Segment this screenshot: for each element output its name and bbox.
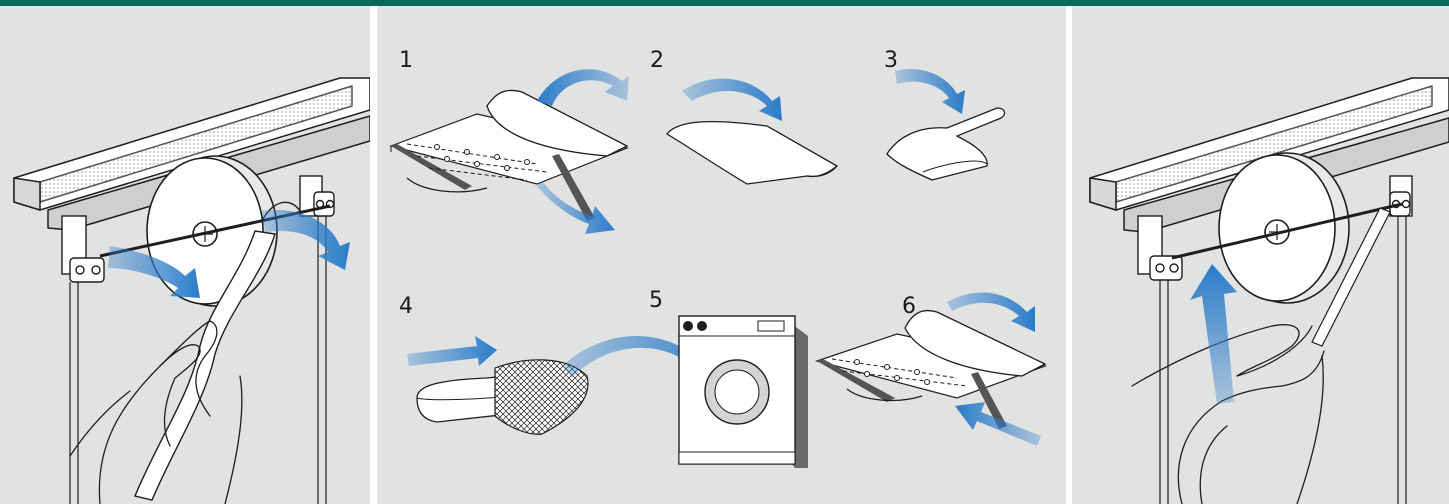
step-number-3: 3: [884, 50, 898, 72]
blue-arrow-up: [1190, 264, 1237, 404]
step-1-illustration: [391, 69, 629, 234]
attach-curtain-to-roller-icon: [1072, 6, 1449, 504]
panel-washing-steps: 1 2 3 4 5 6: [377, 6, 1066, 504]
blue-arrow-push-tape: [955, 402, 1041, 446]
step-2-illustration: [667, 79, 837, 184]
step-number-4: 4: [399, 296, 413, 318]
blue-arrow-into-bag: [407, 336, 497, 366]
panel-remove-curtain: [0, 6, 370, 504]
panel-attach-curtain: [1072, 6, 1449, 504]
washing-steps-illustration: [377, 6, 1066, 504]
washing-machine-icon: [679, 316, 808, 468]
step-number-1: 1: [399, 50, 413, 72]
step-number-6: 6: [902, 296, 916, 318]
step-6-illustration: [817, 293, 1045, 446]
blue-arrow-fold: [682, 79, 782, 121]
step-number-2: 2: [650, 50, 664, 72]
remove-curtain-from-roller-icon: [0, 6, 370, 504]
step-4-illustration: [407, 336, 588, 434]
blue-arrow-fold-again: [895, 69, 965, 114]
step-number-5: 5: [649, 290, 663, 312]
blue-arrow-flip: [537, 69, 629, 106]
step-3-illustration: [887, 69, 1004, 180]
